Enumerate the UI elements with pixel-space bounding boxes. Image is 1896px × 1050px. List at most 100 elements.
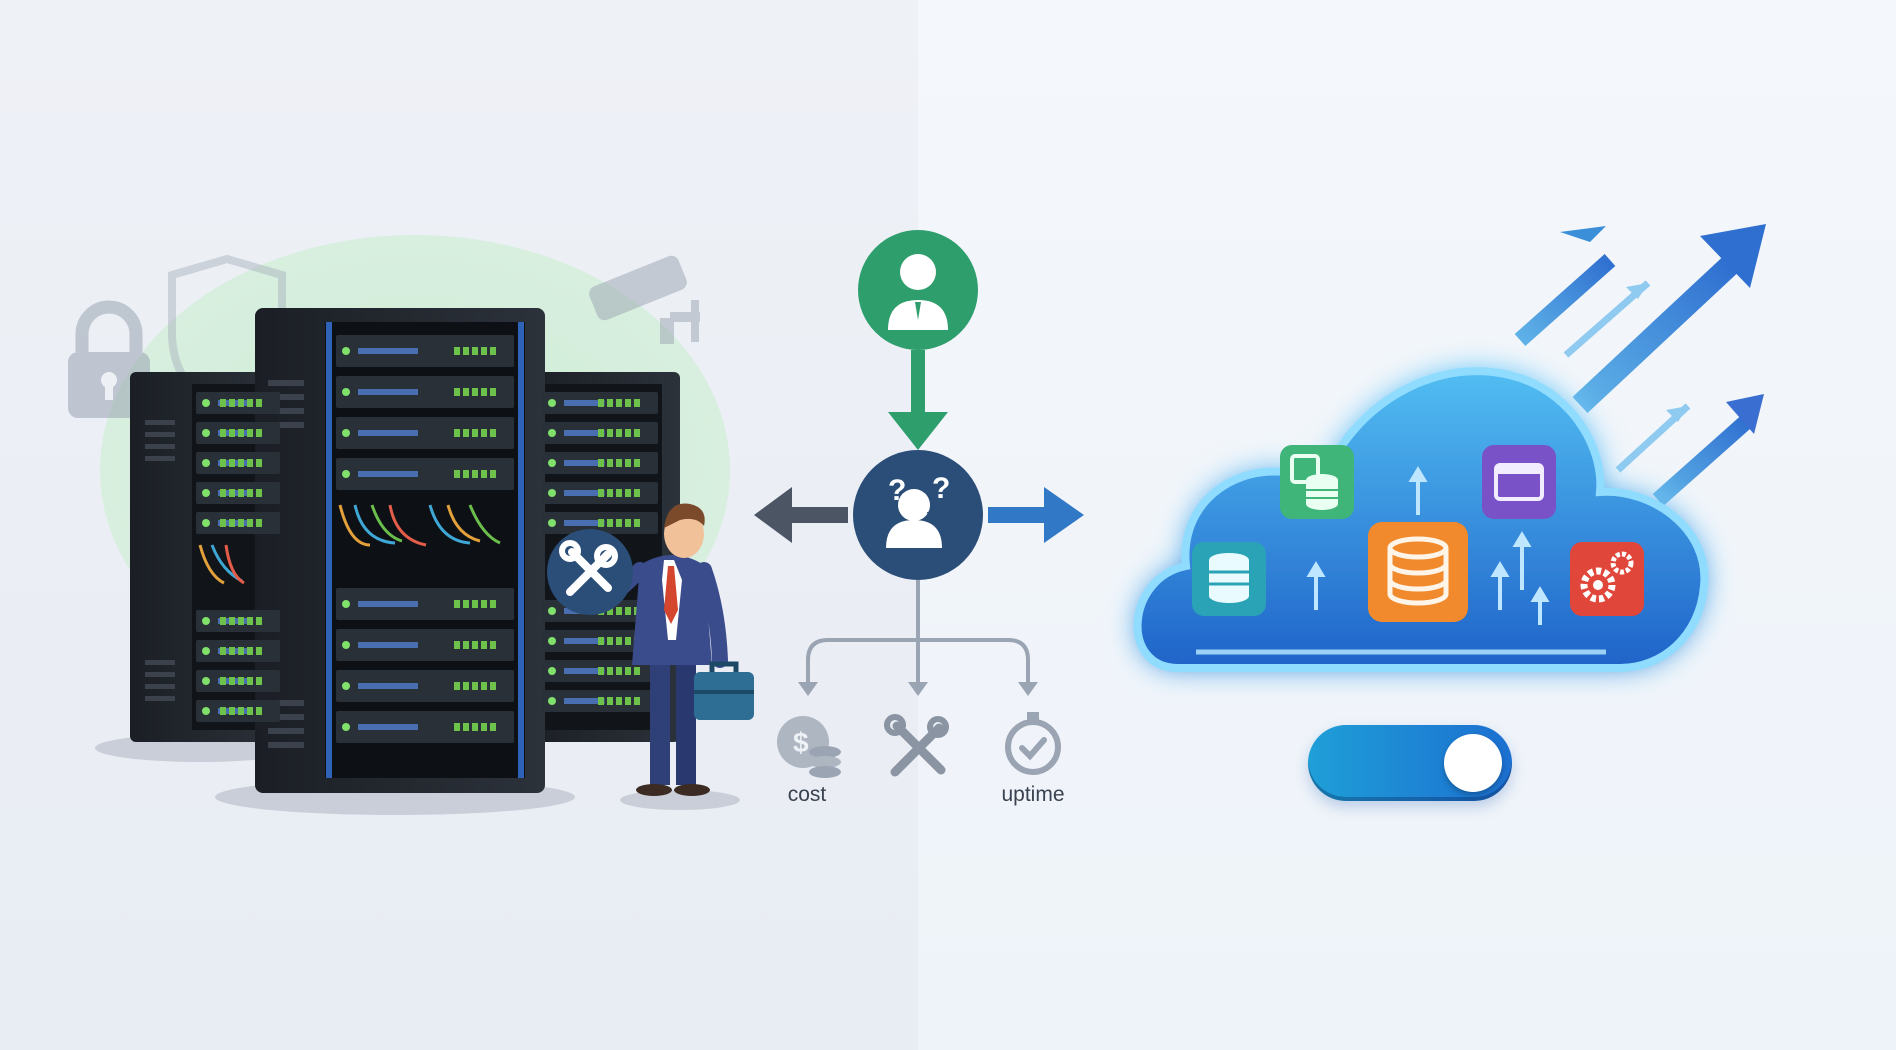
- activity-led: [256, 617, 262, 625]
- activity-led: [454, 347, 460, 355]
- cloud-toggle-switch[interactable]: [1308, 725, 1512, 801]
- drive-bay: [564, 520, 605, 526]
- maintenance-tools-icon: [547, 529, 633, 615]
- activity-led: [481, 600, 487, 608]
- stopwatch-icon: [1005, 712, 1061, 775]
- activity-led: [229, 399, 235, 407]
- factor-arrowheads: [798, 682, 1038, 696]
- activity-led: [598, 519, 604, 527]
- activity-led: [616, 607, 622, 615]
- activity-led: [472, 682, 478, 690]
- drive-bay: [358, 724, 418, 730]
- activity-led: [229, 677, 235, 685]
- activity-led: [238, 459, 244, 467]
- activity-led: [607, 429, 613, 437]
- decision-maker-icon: [858, 230, 978, 350]
- activity-led: [607, 399, 613, 407]
- activity-led: [463, 429, 469, 437]
- activity-led: [229, 617, 235, 625]
- toggle-knob[interactable]: [1444, 734, 1502, 792]
- padlock-icon: [68, 300, 150, 418]
- activity-led: [490, 600, 496, 608]
- activity-led: [481, 388, 487, 396]
- status-led: [548, 667, 556, 675]
- activity-led: [454, 682, 460, 690]
- activity-led: [220, 677, 226, 685]
- rack-unit: [336, 335, 514, 367]
- activity-led: [607, 667, 613, 675]
- activity-led: [634, 697, 640, 705]
- activity-led: [481, 429, 487, 437]
- drive-bay: [564, 460, 605, 466]
- activity-led: [481, 723, 487, 731]
- status-led: [202, 519, 210, 527]
- status-led: [548, 637, 556, 645]
- activity-led: [616, 519, 622, 527]
- activity-led: [625, 519, 631, 527]
- rack-unit: [336, 629, 514, 661]
- activity-led: [634, 667, 640, 675]
- activity-led: [616, 697, 622, 705]
- activity-led: [616, 459, 622, 467]
- rack-unit: [336, 376, 514, 408]
- activity-led: [229, 429, 235, 437]
- activity-led: [238, 429, 244, 437]
- activity-led: [256, 519, 262, 527]
- activity-led: [220, 459, 226, 467]
- activity-led: [247, 459, 253, 467]
- activity-led: [256, 429, 262, 437]
- activity-led: [238, 617, 244, 625]
- security-camera-icon: [589, 255, 700, 344]
- drive-bay: [564, 668, 605, 674]
- activity-led: [256, 459, 262, 467]
- activity-led: [463, 641, 469, 649]
- activity-led: [607, 697, 613, 705]
- status-led: [202, 429, 210, 437]
- activity-led: [472, 470, 478, 478]
- status-led: [342, 600, 350, 608]
- rack-unit: [336, 588, 514, 620]
- activity-led: [490, 388, 496, 396]
- activity-led: [625, 637, 631, 645]
- activity-led: [247, 429, 253, 437]
- activity-led: [472, 600, 478, 608]
- status-led: [202, 617, 210, 625]
- activity-led: [490, 347, 496, 355]
- status-led: [202, 399, 210, 407]
- activity-led: [247, 617, 253, 625]
- activity-led: [625, 667, 631, 675]
- activity-led: [454, 388, 460, 396]
- activity-led: [634, 489, 640, 497]
- activity-led: [625, 399, 631, 407]
- activity-led: [454, 723, 460, 731]
- status-led: [548, 429, 556, 437]
- activity-led: [490, 641, 496, 649]
- drive-bay: [564, 430, 605, 436]
- activity-led: [463, 388, 469, 396]
- activity-led: [229, 647, 235, 655]
- browser-window-icon: [1482, 445, 1556, 519]
- activity-led: [625, 429, 631, 437]
- factor-label-uptime: uptime: [1001, 783, 1065, 806]
- activity-led: [472, 388, 478, 396]
- status-led: [342, 723, 350, 731]
- cloud-shape: [1133, 367, 1709, 672]
- activity-led: [220, 519, 226, 527]
- drive-bay: [358, 683, 418, 689]
- drive-bay: [358, 389, 418, 395]
- activity-led: [229, 519, 235, 527]
- drive-bay: [358, 601, 418, 607]
- activity-led: [598, 489, 604, 497]
- activity-led: [256, 647, 262, 655]
- activity-led: [220, 647, 226, 655]
- activity-led: [256, 677, 262, 685]
- rack-unit: [336, 458, 514, 490]
- activity-led: [256, 399, 262, 407]
- activity-led: [481, 347, 487, 355]
- activity-led: [229, 489, 235, 497]
- activity-led: [607, 519, 613, 527]
- activity-led: [490, 723, 496, 731]
- activity-led: [247, 489, 253, 497]
- activity-led: [616, 429, 622, 437]
